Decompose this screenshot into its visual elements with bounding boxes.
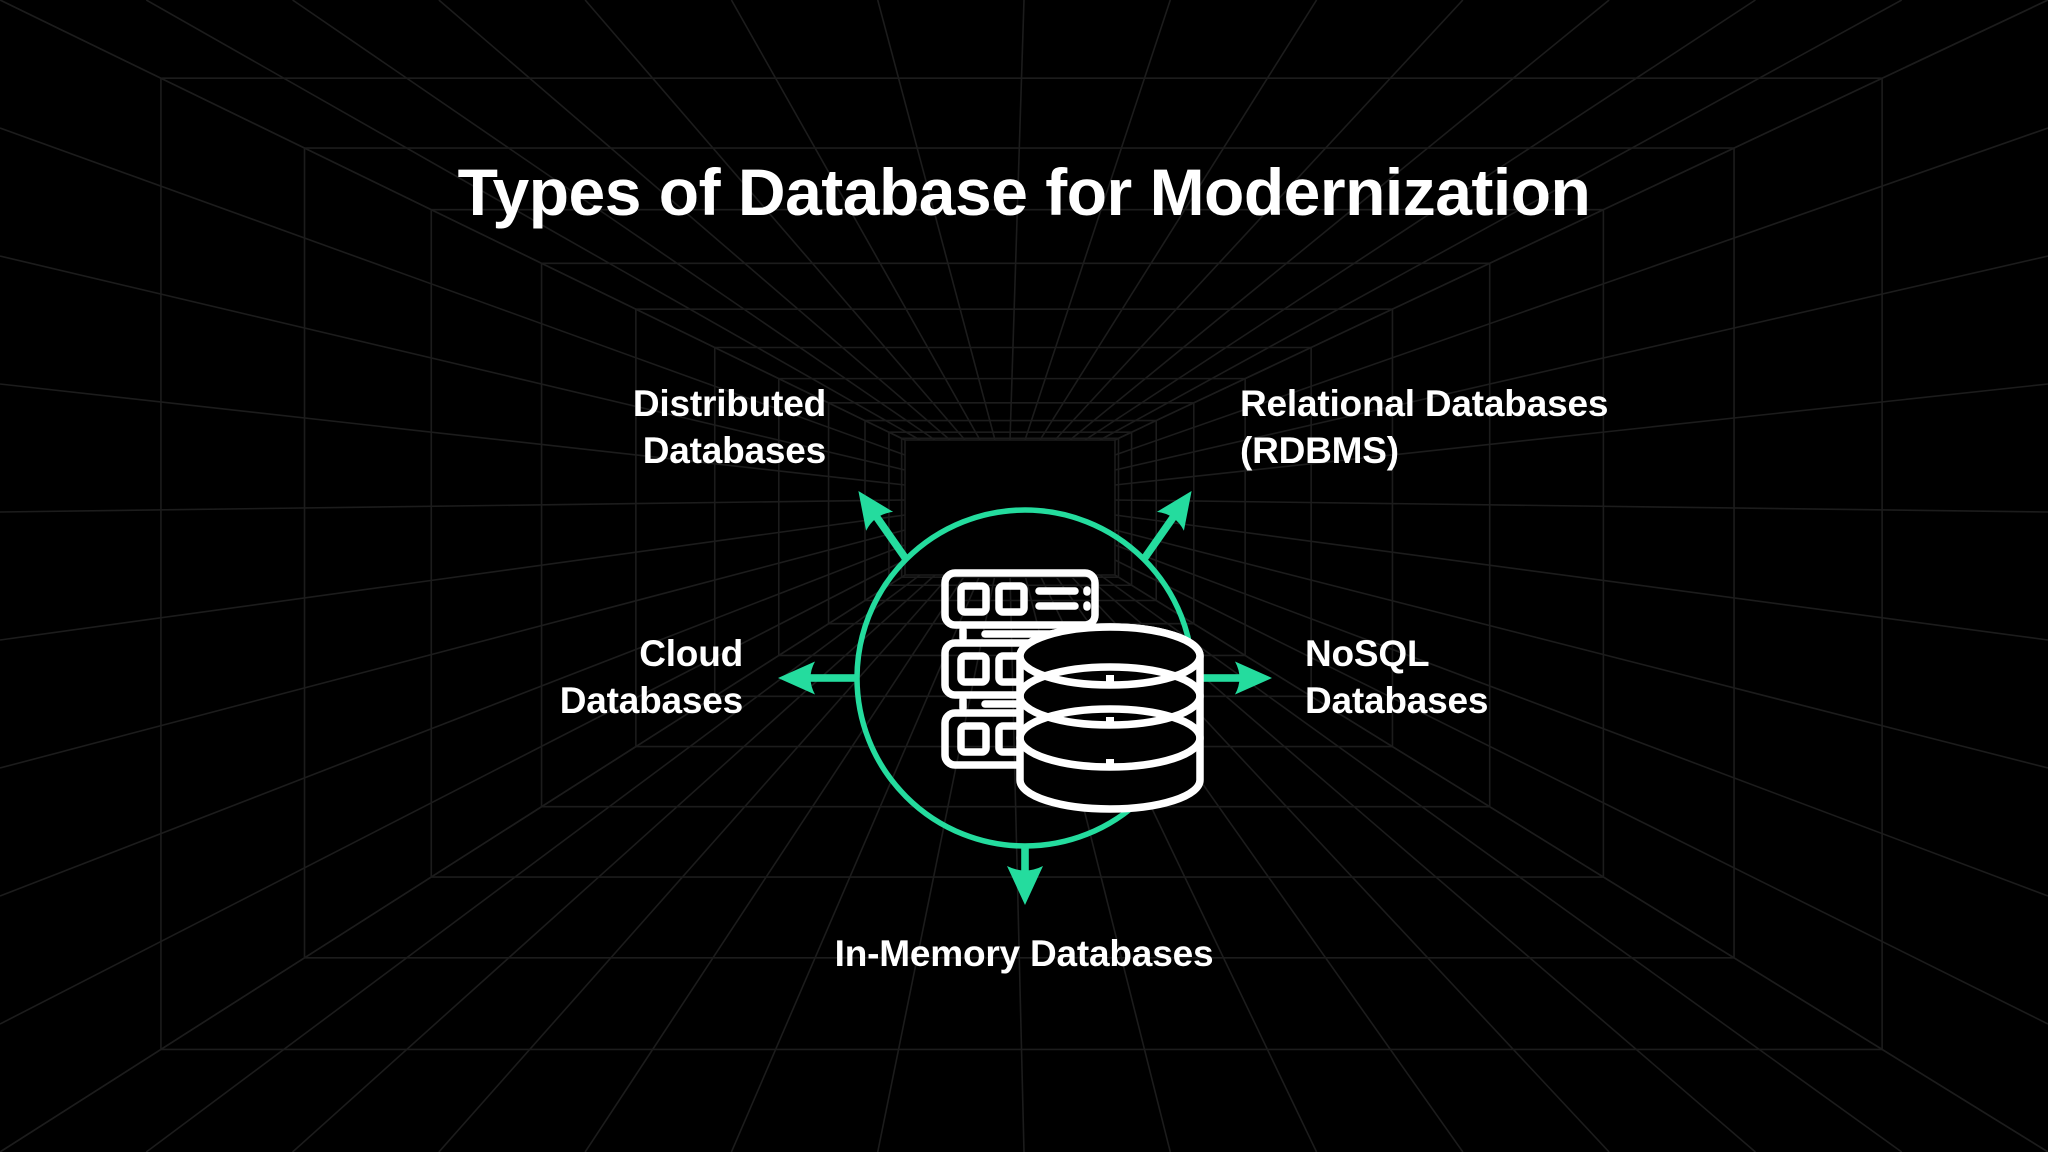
node-label-relational-databases: Relational Databases (RDBMS) bbox=[1240, 380, 1860, 475]
node-label-line-2: (RDBMS) bbox=[1240, 430, 1399, 472]
node-label-line-2: Databases bbox=[559, 680, 744, 722]
node-label-cloud-databases: Cloud Databases bbox=[223, 630, 744, 725]
node-label-line-1: Relational Databases bbox=[1240, 383, 1609, 424]
node-label-line-1: In-Memory Databases bbox=[834, 933, 1214, 974]
database-server-icon bbox=[941, 569, 1204, 813]
node-label-line-1: NoSQL bbox=[1305, 633, 1430, 674]
node-label-in-memory-databases: In-Memory Databases bbox=[0, 930, 2048, 977]
page-title: Types of Database for Modernization bbox=[457, 155, 1591, 229]
node-label-nosql-databases: NoSQL Databases bbox=[1305, 630, 1825, 725]
node-label-distributed-databases: Distributed Databases bbox=[306, 380, 826, 475]
node-label-line-2: Databases bbox=[1305, 680, 1489, 722]
arrow-down-inmemory bbox=[1007, 845, 1043, 905]
node-label-line-1: Distributed bbox=[632, 383, 826, 424]
node-label-line-2: Databases bbox=[642, 430, 827, 472]
arrow-left-cloud bbox=[778, 661, 859, 695]
node-label-line-1: Cloud bbox=[639, 633, 743, 674]
